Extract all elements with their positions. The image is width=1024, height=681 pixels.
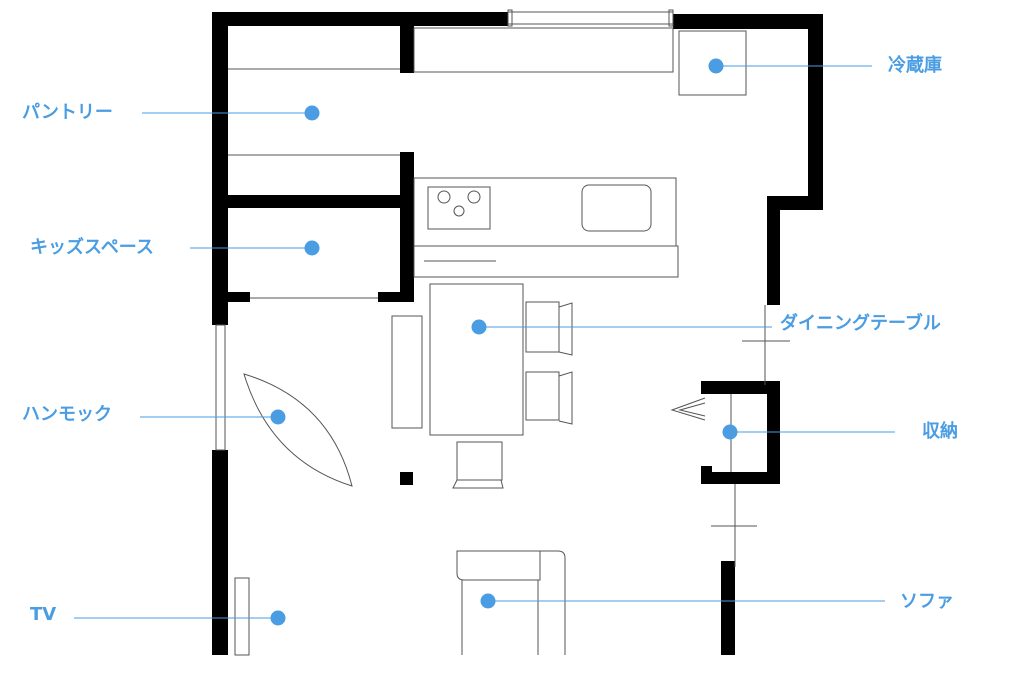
tv-stand	[234, 577, 250, 656]
label-storage: 収納	[922, 421, 958, 442]
sink	[581, 184, 652, 232]
label-dining-table: ダイニングテーブル	[780, 313, 941, 334]
chair	[452, 441, 504, 489]
bench	[391, 315, 423, 429]
sofa	[456, 550, 566, 655]
label-sofa: ソファ	[900, 591, 954, 612]
chair	[525, 371, 573, 425]
dining-table	[429, 283, 524, 436]
arrow	[670, 397, 706, 421]
label-fridge: 冷蔵庫	[888, 55, 942, 76]
burner	[453, 205, 465, 217]
hammock	[243, 373, 353, 487]
top-window	[507, 11, 674, 25]
leader-lines	[74, 65, 895, 619]
walls	[212, 12, 823, 655]
burner	[467, 190, 481, 204]
pillar	[400, 472, 413, 485]
chair	[525, 301, 573, 356]
label-hammock: ハンモック	[22, 404, 112, 425]
fridge	[678, 30, 747, 96]
lower-counter	[413, 245, 679, 278]
burner	[437, 190, 451, 204]
label-pantry: パントリー	[22, 102, 113, 123]
label-tv: TV	[30, 604, 57, 625]
label-kids-space: キッズスペース	[30, 237, 154, 258]
back-counter	[413, 27, 674, 73]
kitchen-counter	[413, 177, 677, 247]
left-window	[215, 324, 226, 451]
markers	[270, 58, 738, 626]
stove	[427, 186, 491, 230]
